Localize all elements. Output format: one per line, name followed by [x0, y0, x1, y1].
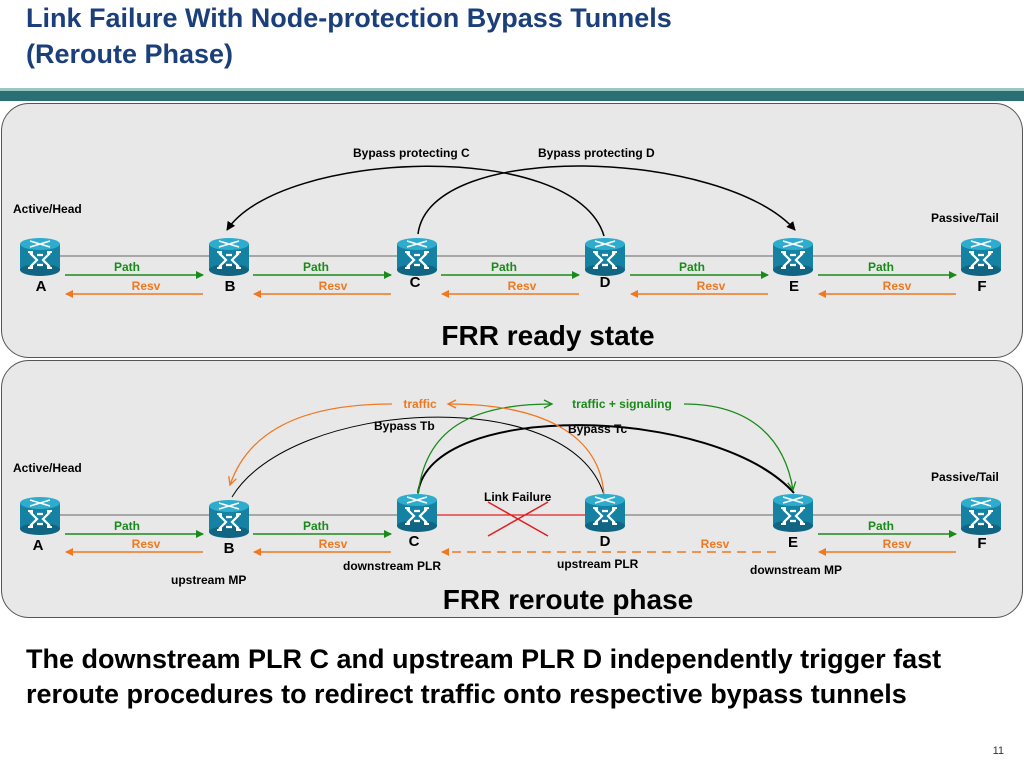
- path-label: Path: [114, 519, 140, 533]
- slide-title: Link Failure With Node-protection Bypass…: [26, 0, 1006, 72]
- path-label: Path: [114, 260, 140, 274]
- router-b-icon: [207, 498, 251, 540]
- resv-label: Resv: [132, 537, 161, 551]
- bypass-protecting-d-tunnel: [417, 165, 796, 235]
- node-label-b: B: [225, 278, 236, 295]
- router-d-icon: [583, 236, 627, 278]
- reroute-links: [40, 501, 985, 537]
- active-head-label: Active/Head: [13, 202, 82, 216]
- traffic-signaling-arrow-right: [683, 403, 797, 492]
- reroute-annotations: traffic traffic + signaling Bypass Tb By…: [13, 397, 999, 615]
- node-label-f: F: [977, 278, 986, 295]
- ready-path-labels: Path Path Path Path Path: [114, 260, 894, 274]
- title-line-2: (Reroute Phase): [26, 39, 234, 69]
- title-line-1: Link Failure With Node-protection Bypass…: [26, 3, 672, 33]
- ready-bypass-tunnels: [226, 165, 796, 237]
- bypass-protecting-c-tunnel: [226, 165, 605, 237]
- ready-annotations: Bypass protecting C Bypass protecting D …: [13, 146, 999, 351]
- resv-label: Resv: [508, 279, 537, 293]
- traffic-signaling-label: traffic + signaling: [572, 397, 672, 411]
- router-f-icon: [959, 236, 1003, 278]
- path-label: Path: [491, 260, 517, 274]
- passive-tail-label: Passive/Tail: [931, 211, 999, 225]
- downstream-plr-label: downstream PLR: [343, 559, 441, 573]
- active-head-label: Active/Head: [13, 461, 82, 475]
- bypass-tc-tunnel: [417, 424, 795, 494]
- node-label-a: A: [36, 278, 47, 295]
- path-label: Path: [868, 519, 894, 533]
- resv-label: Resv: [883, 279, 912, 293]
- node-label-d: D: [600, 533, 611, 550]
- ready-node-labels: A B C D E F: [36, 274, 987, 295]
- reroute-node-labels: A B C D E F: [33, 533, 987, 557]
- title-bar-highlight: [0, 88, 1024, 91]
- bypass-protecting-c-label: Bypass protecting C: [353, 146, 470, 160]
- title-bar-band: [0, 88, 1024, 101]
- resv-label: Resv: [697, 279, 726, 293]
- node-label-e: E: [789, 278, 799, 295]
- bypass-tc-label: Bypass Tc: [568, 422, 627, 436]
- resv-label: Resv: [701, 537, 730, 551]
- link-failure-cross-icon: [487, 501, 549, 537]
- node-label-d: D: [600, 274, 611, 291]
- router-c-icon: [395, 236, 439, 278]
- node-label-e: E: [788, 534, 798, 551]
- node-label-c: C: [410, 274, 421, 291]
- path-label: Path: [303, 260, 329, 274]
- bypass-tb-label: Bypass Tb: [374, 419, 435, 433]
- ready-resv-labels: Resv Resv Resv Resv Resv: [132, 279, 912, 293]
- reroute-phase-caption: FRR reroute phase: [443, 584, 694, 615]
- router-a-icon: [18, 236, 62, 278]
- router-e-icon: [771, 236, 815, 278]
- upstream-mp-label: upstream MP: [171, 573, 246, 587]
- ready-state-panel: [1, 103, 1023, 358]
- bypass-protecting-d-label: Bypass protecting D: [538, 146, 655, 160]
- summary-text: The downstream PLR C and upstream PLR D …: [26, 644, 942, 709]
- traffic-signaling-arrow-left: [417, 399, 554, 496]
- reroute-resv-labels: Resv Resv Resv Resv: [132, 537, 912, 551]
- traffic-label: traffic: [403, 397, 437, 411]
- router-b-icon: [207, 236, 251, 278]
- title-bar: [0, 88, 1024, 102]
- passive-tail-label: Passive/Tail: [931, 470, 999, 484]
- bypass-tb-tunnel: [231, 416, 605, 498]
- page-number: 11: [992, 745, 1004, 757]
- traffic-arrow-left: [228, 403, 393, 487]
- node-label-b: B: [224, 540, 235, 557]
- path-label: Path: [679, 260, 705, 274]
- resv-label: Resv: [319, 537, 348, 551]
- router-c-icon: [395, 492, 439, 534]
- router-a-icon: [18, 495, 62, 537]
- reroute-tunnels: [228, 399, 797, 498]
- node-label-a: A: [33, 537, 44, 554]
- path-label: Path: [303, 519, 329, 533]
- router-f-icon: [959, 495, 1003, 537]
- upstream-plr-label: upstream PLR: [557, 557, 639, 571]
- downstream-mp-label: downstream MP: [750, 563, 842, 577]
- traffic-arrow-right: [446, 399, 605, 496]
- reroute-path-labels: Path Path Path: [114, 519, 894, 533]
- resv-label: Resv: [132, 279, 161, 293]
- node-label-f: F: [977, 535, 986, 552]
- node-label-c: C: [409, 533, 420, 550]
- resv-label: Resv: [319, 279, 348, 293]
- resv-label: Resv: [883, 537, 912, 551]
- reroute-phase-panel: [1, 360, 1023, 618]
- router-e-icon: [771, 492, 815, 534]
- router-d-icon: [583, 492, 627, 534]
- path-label: Path: [868, 260, 894, 274]
- ready-state-caption: FRR ready state: [441, 320, 654, 351]
- link-failure-label: Link Failure: [484, 490, 552, 504]
